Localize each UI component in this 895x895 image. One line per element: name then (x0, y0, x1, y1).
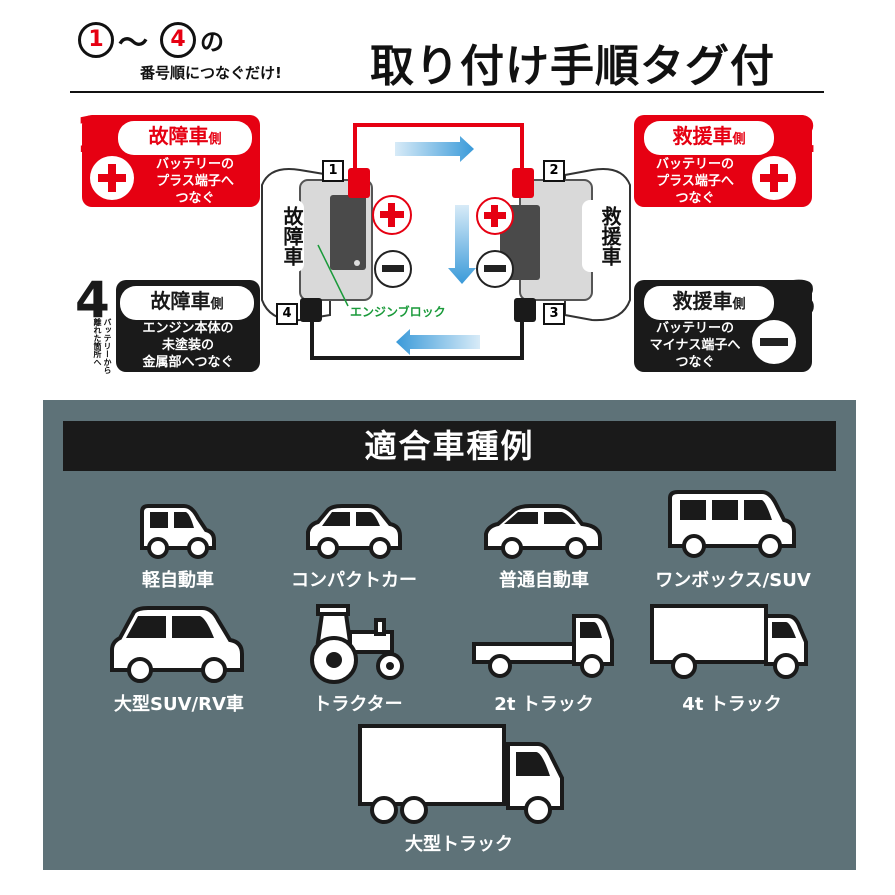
vehicle-label-sedan: 普通自動車 (499, 570, 589, 591)
sedan-icon (484, 504, 602, 559)
vehicle-label-truck-4t: 4t トラック (682, 694, 782, 715)
diagram-tag-1: 1 (322, 160, 344, 182)
broken-plus-terminal-icon (372, 195, 412, 235)
step-3-text: バッテリーのマイナス端子へつなぐ (649, 321, 741, 370)
step-number-4: 4 (75, 271, 110, 329)
step-3-side-label: 救援車側 (644, 286, 774, 320)
broken-car-label: 故障車 (264, 200, 304, 272)
diagram-tag-2: 2 (543, 160, 565, 182)
vehicle-label-truck-2t: 2t トラック (494, 694, 594, 715)
step-4-side-label: 故障車側 (120, 286, 254, 320)
step-circle-4: 4 (160, 22, 196, 58)
compat-title: 適合車種例 (63, 421, 836, 471)
step-1-side-label: 故障車側 (118, 121, 252, 155)
large-truck-icon (358, 724, 564, 824)
diagram-tag-4: 4 (276, 303, 298, 325)
compact-car-icon (306, 504, 402, 559)
truck-2t-icon (472, 614, 614, 678)
large-suv-icon (110, 606, 244, 683)
diagram-tag-3: 3 (543, 303, 565, 325)
rescue-plus-terminal-icon (476, 197, 514, 235)
step-2-text: バッテリーのプラス端子へつなぐ (655, 157, 734, 206)
rescue-car-label: 救援車 (582, 200, 622, 272)
header-suffix: の (200, 28, 224, 56)
tractor-icon (310, 604, 404, 684)
truck-4t-icon (650, 604, 808, 679)
step-2-plus-icon (752, 156, 796, 200)
step-4-vertical-note: バッテリーから離れた箇所へ (93, 318, 112, 374)
vehicle-label-large-truck: 大型トラック (405, 834, 513, 855)
header-subline: 番号順につなぐだけ! (140, 64, 282, 82)
engine-block-label: エンジンブロック (350, 305, 446, 319)
tilde: 〜 (118, 26, 148, 61)
header-divider (70, 91, 824, 93)
arrow-down-icon (448, 205, 476, 284)
minivan-icon (668, 490, 796, 558)
page-title: 取り付け手順タグ付 (370, 41, 775, 92)
vehicle-label-large-suv: 大型SUV/RV車 (114, 694, 244, 715)
vehicle-label-tractor: トラクター (313, 694, 403, 715)
vehicle-label-compact: コンパクトカー (291, 570, 417, 591)
arrow-right-icon (395, 136, 474, 162)
vehicle-label-minivan: ワンボックス/SUV (655, 570, 811, 591)
vehicle-label-kei: 軽自動車 (142, 570, 214, 591)
step-circle-1: 1 (78, 22, 114, 58)
broken-minus-terminal-icon (374, 250, 412, 288)
rescue-minus-terminal-icon (476, 250, 514, 288)
step-1-plus-icon (90, 156, 134, 200)
step-1-text: バッテリーのプラス端子へつなぐ (155, 157, 234, 206)
kei-car-icon (140, 504, 216, 559)
step-4-text: エンジン本体の未塗装の金属部へつなぐ (142, 321, 234, 370)
step-2-side-label: 救援車側 (644, 121, 774, 155)
arrow-left-icon (396, 329, 480, 355)
step-3-minus-icon (752, 320, 796, 364)
